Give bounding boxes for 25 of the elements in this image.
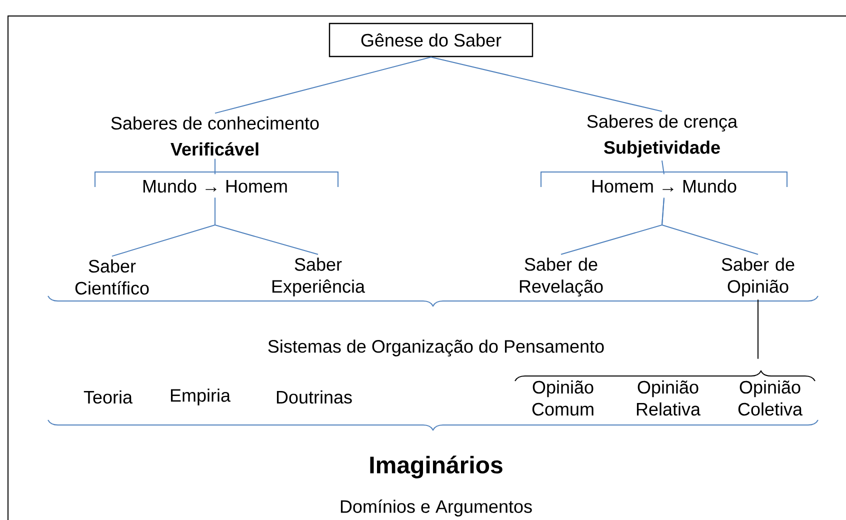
- brace: [514, 370, 816, 382]
- result-text: Imaginários: [370, 456, 502, 478]
- category-text: Saberes de conhecimento Verificável: [111, 116, 319, 156]
- line: [662, 160, 664, 175]
- relation-text: Mundo → Homem: [143, 179, 287, 193]
- label-text: Empiria: [170, 388, 230, 406]
- line: [214, 197, 318, 255]
- opinion-text: Opinião Coletiva: [738, 380, 802, 416]
- line: [661, 197, 758, 255]
- opinion-text: Opinião Comum: [532, 380, 594, 416]
- label-text: Doutrinas: [276, 390, 352, 404]
- line: [430, 56, 662, 112]
- knowledge-text: Saber Científico: [75, 259, 149, 295]
- label-text: Teoria: [84, 390, 133, 404]
- line: [214, 56, 432, 114]
- knowledge-text: Saber de Revelação: [520, 258, 603, 296]
- line: [214, 158, 216, 175]
- system-text: Sistemas de Organização do Pensamento: [268, 340, 604, 356]
- label-text: Domínios e Argumentos: [340, 500, 532, 516]
- opinion-text: Opinião Relativa: [636, 380, 700, 416]
- knowledge-text: Saber Experiência: [272, 258, 365, 296]
- category-text: Saberes de crença Subjetividade: [587, 114, 738, 158]
- relation-text: Homem → Mundo: [592, 179, 736, 193]
- knowledge-text: Saber de Opinião: [722, 258, 794, 296]
- title-box: Gênese do Saber: [328, 22, 534, 58]
